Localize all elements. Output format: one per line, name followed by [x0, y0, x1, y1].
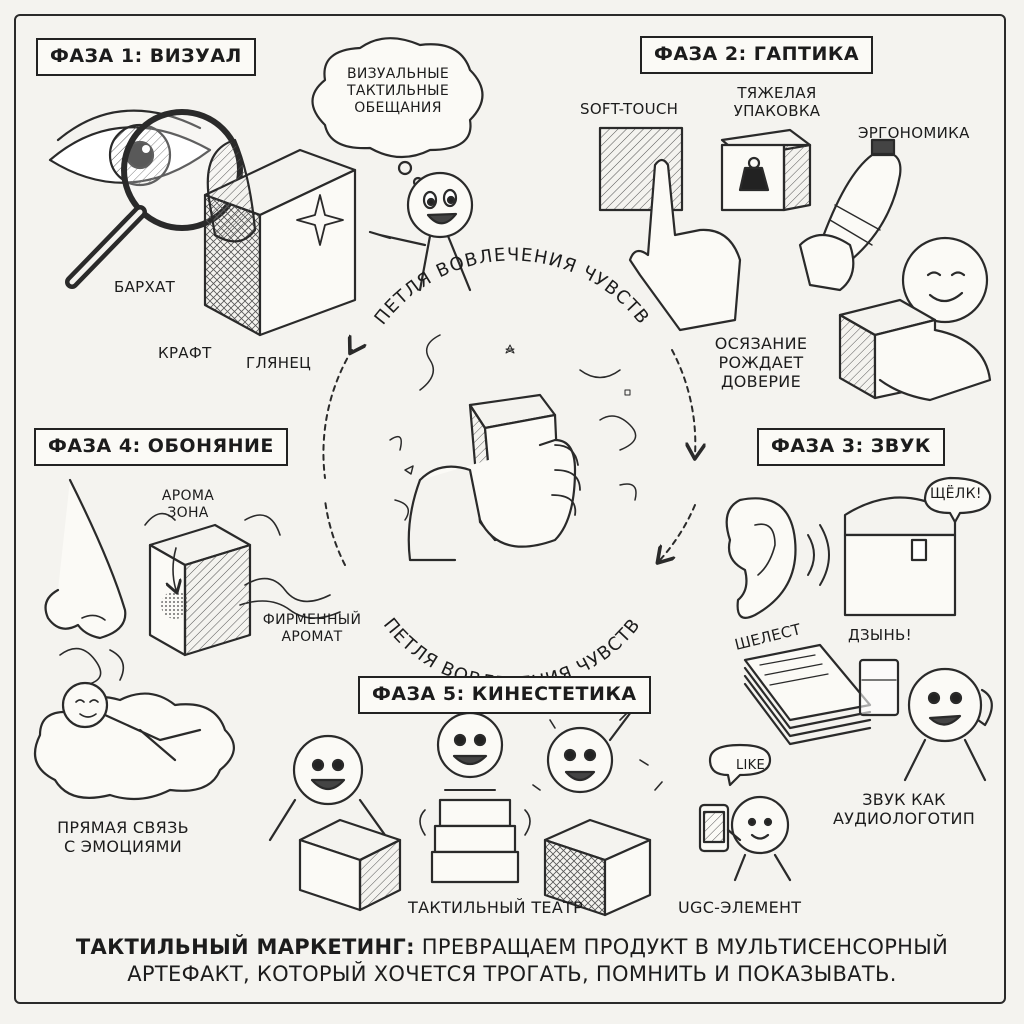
emotions-line-2: С ЭМОЦИЯМИ: [63, 837, 183, 857]
click-label: ЩЁЛК!: [930, 486, 982, 502]
signature-scent-line-2: АРОМАТ: [281, 628, 343, 645]
phase-4-title: ФАЗА 4: ОБОНЯНИЕ: [34, 428, 288, 466]
heavy-pack-label: ТЯЖЕЛАЯ УПАКОВКА: [722, 84, 832, 120]
phase-1-title: ФАЗА 1: ВИЗУАЛ: [36, 38, 256, 76]
signature-scent-line-1: ФИРМЕННЫЙ: [262, 612, 362, 628]
audio-logo-line-1: ЗВУК КАК: [862, 790, 946, 809]
audio-logo-label: ЗВУК КАК АУДИОЛОГОТИП: [826, 790, 982, 828]
soft-touch-label: SOFT-TOUCH: [580, 100, 679, 118]
soft-touch-icon: [598, 126, 742, 332]
loop-arrows: [322, 350, 695, 566]
emotions-line-1: ПРЯМАЯ СВЯЗЬ: [57, 818, 189, 837]
ergonomics-label: ЭРГОНОМИКА: [858, 124, 970, 142]
kraft-label: КРАФТ: [158, 344, 212, 362]
loop-label-top: ПЕТЛЯ ВОВЛЕЧЕНИЯ ЧУВСТВ: [370, 244, 653, 328]
nose-icon: [44, 478, 127, 640]
click-box-icon: [843, 476, 992, 617]
heavy-box-icon: [720, 128, 812, 212]
aroma-zone-line-2: ЗОНА: [167, 504, 209, 521]
listening-character-icon: [858, 658, 993, 782]
paper-stack-icon: [743, 643, 872, 746]
stacking-character-icon: [419, 711, 531, 884]
hand-holding-box-icon: [407, 393, 581, 562]
trust-line-1: ОСЯЗАНИЕ: [714, 334, 808, 353]
emotions-label: ПРЯМАЯ СВЯЗЬ С ЭМОЦИЯМИ: [36, 818, 210, 856]
outer-frame: [14, 14, 1006, 1004]
cloud-relax-icon: [33, 681, 235, 801]
phase-5-title: ФАЗА 5: КИНЕСТЕТИКА: [358, 676, 651, 714]
thought-bubble-text: ВИЗУАЛЬНЫЕ ТАКТИЛЬНЫЕ ОБЕЩАНИЯ: [336, 66, 460, 116]
bottle-icon: [798, 138, 902, 292]
heavy-pack-line-1: ТЯЖЕЛАЯ: [737, 84, 817, 102]
ear-icon: [725, 497, 830, 619]
aroma-zone-label: АРОМА ЗОНА: [148, 488, 228, 522]
like-label: LIKE: [736, 758, 766, 773]
footer-caption: ТАКТИЛЬНЫЙ МАРКЕТИНГ: ПРЕВРАЩАЕМ ПРОДУКТ…: [30, 934, 994, 989]
trust-line-2: РОЖДАЕТ: [718, 353, 804, 373]
ugc-character-icon: [698, 743, 792, 882]
trust-line-3: ДОВЕРИЕ: [720, 372, 801, 392]
audio-logo-line-2: АУДИОЛОГОТИП: [832, 809, 976, 829]
thought-line-2: ТАКТИЛЬНЫЕ: [347, 82, 449, 99]
footer-line-1: ПРЕВРАЩАЕМ ПРОДУКТ В МУЛЬТИСЕНСОРНЫЙ: [414, 935, 949, 959]
surprise-box-character-icon: [532, 698, 663, 917]
velvet-label: БАРХАТ: [114, 278, 176, 296]
heavy-pack-line-2: УПАКОВКА: [733, 102, 821, 120]
doodles: [389, 334, 637, 521]
thought-line-3: ОБЕЩАНИЯ: [354, 99, 442, 116]
ding-label: ДЗЫНЬ!: [848, 626, 912, 644]
texture-box-icon: [203, 138, 357, 337]
theatre-label: ТАКТИЛЬНЫЙ ТЕАТР: [408, 898, 584, 917]
pointing-character-icon: [368, 171, 474, 292]
scented-box-icon: [148, 523, 252, 657]
trust-label: ОСЯЗАНИЕ РОЖДАЕТ ДОВЕРИЕ: [706, 334, 816, 392]
unboxing-character-icon: [268, 734, 402, 912]
phase-3-title: ФАЗА 3: ЗВУК: [757, 428, 945, 466]
hugging-character-icon: [838, 236, 992, 402]
thought-line-1: ВИЗУАЛЬНЫЕ: [346, 66, 450, 82]
thought-cloud-icon: [311, 37, 484, 188]
ugc-label: UGC-ЭЛЕМЕНТ: [678, 898, 802, 917]
phase-2-title: ФАЗА 2: ГАПТИКА: [640, 36, 874, 74]
gloss-label: ГЛЯНЕЦ: [246, 354, 312, 372]
aroma-zone-line-1: АРОМА: [161, 488, 215, 504]
signature-scent-label: ФИРМЕННЫЙ АРОМАТ: [248, 612, 376, 646]
footer-bold: ТАКТИЛЬНЫЙ МАРКЕТИНГ:: [75, 935, 415, 959]
scent-swirls-icon: [59, 512, 341, 706]
footer-line-2: АРТЕФАКТ, КОТОРЫЙ ХОЧЕТСЯ ТРОГАТЬ, ПОМНИ…: [127, 962, 897, 987]
